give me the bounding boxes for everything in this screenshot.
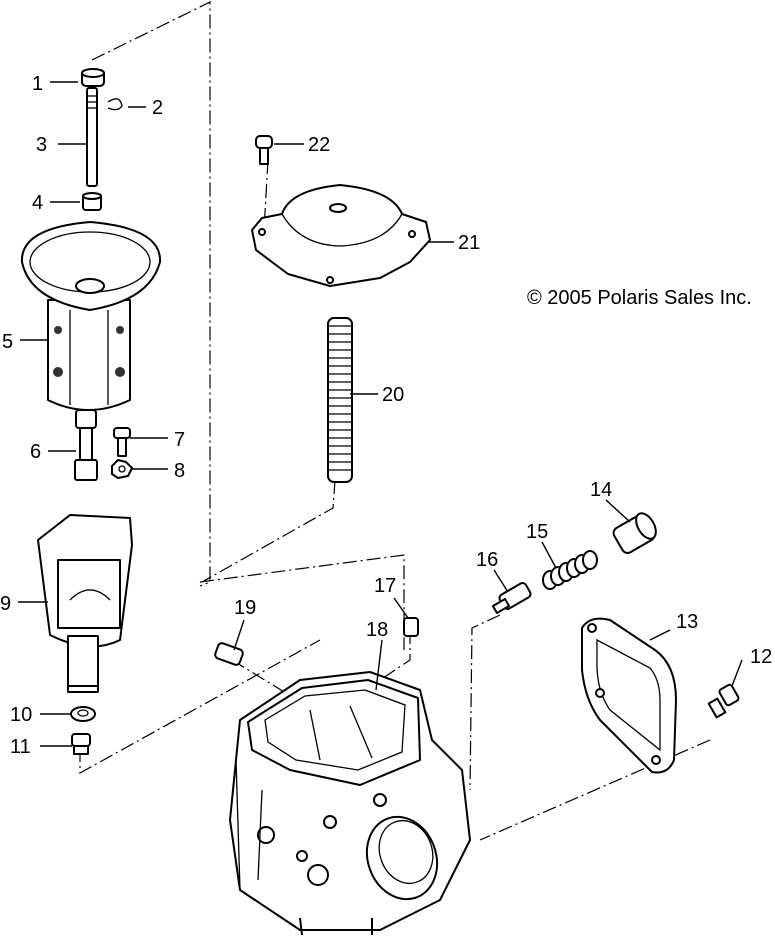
part-5-diaphragm-piston [20,221,162,411]
callout-17: 17 [374,575,396,597]
part-6-stop-screw [74,409,98,481]
callout-20: 20 [382,384,404,406]
part-14-plug [612,512,657,554]
part-11-pilot-jet [71,733,91,755]
part-10-o-ring [70,706,96,722]
callout-2: 2 [152,97,163,119]
callout-3: 3 [36,134,47,156]
part-18-carburetor-body [229,671,471,936]
part-2-e-clip [107,98,123,111]
part-8-lock-washer [111,459,133,479]
part-16-valve [491,582,532,614]
copyright-notice: © 2005 Polaris Sales Inc. [527,287,752,309]
callout-14: 14 [590,479,612,501]
callout-10: 10 [10,704,32,726]
part-20-spring [327,317,353,483]
part-19-fitting [214,642,244,666]
part-9-slide-body [37,514,133,693]
callout-22: 22 [308,134,330,156]
part-21-top-cover [251,184,431,287]
callout-1: 1 [32,73,43,95]
part-3-jet-needle [86,87,98,187]
part-22-screw [255,135,273,165]
callout-5: 5 [2,331,13,353]
part-7-screw [113,427,131,457]
callout-21: 21 [458,232,480,254]
callout-4: 4 [32,192,43,214]
part-4-spacer [82,192,102,211]
part-17-fitting [403,617,419,637]
callout-8: 8 [174,460,185,482]
callout-13: 13 [676,611,698,633]
part-1-cap-nut [81,68,105,87]
callout-12: 12 [750,646,772,668]
part-13-gasket [581,617,677,774]
callout-15: 15 [526,521,548,543]
callout-labels: 1 2 3 4 5 6 7 8 9 10 11 12 13 14 15 16 1… [0,73,772,758]
callout-11: 11 [10,736,31,758]
callout-6: 6 [30,441,41,463]
callout-18: 18 [366,619,388,641]
leader-lines [18,81,743,747]
callout-19: 19 [234,597,256,619]
part-15-spring [542,550,598,590]
callout-9: 9 [0,593,11,615]
callout-7: 7 [174,429,185,451]
part-12-screw [707,683,740,719]
callout-16: 16 [476,549,498,571]
